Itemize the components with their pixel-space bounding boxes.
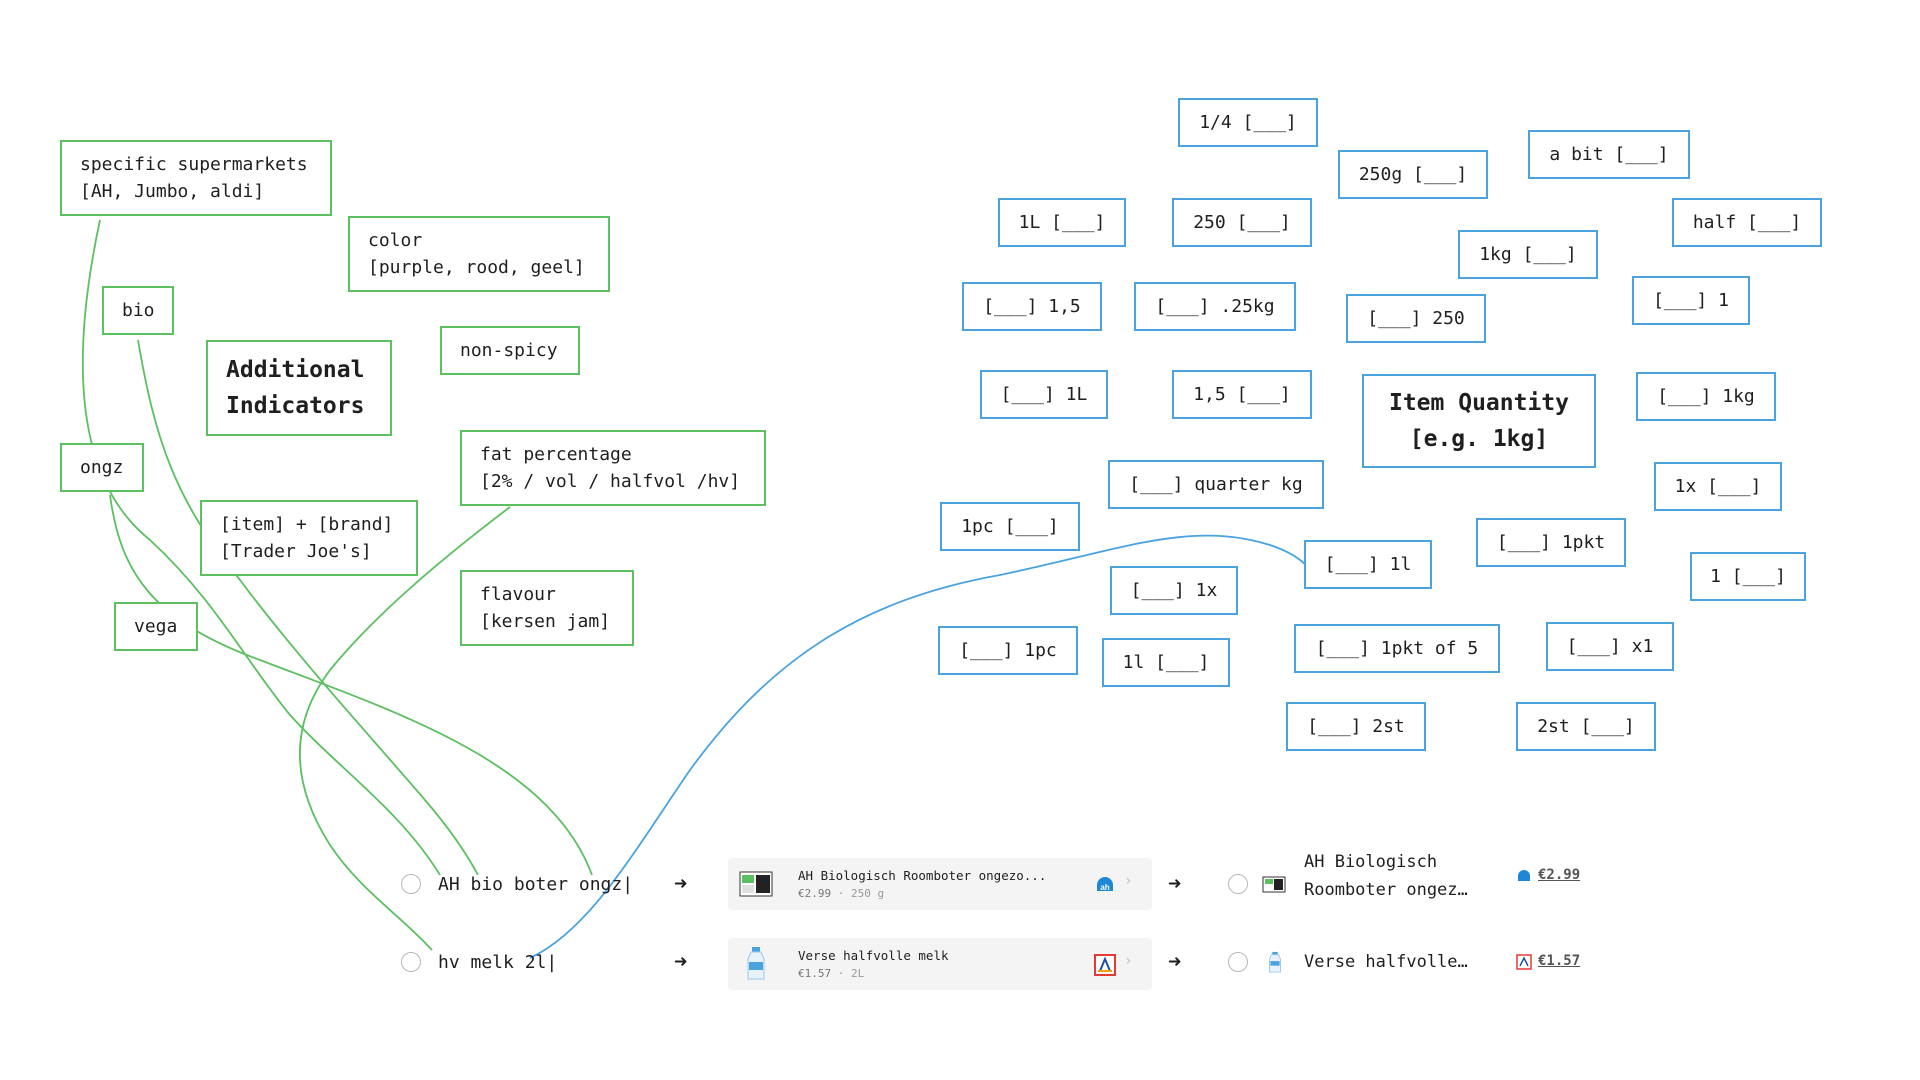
indicator-ongz: ongz bbox=[60, 443, 144, 492]
quantity-example: [___] .25kg bbox=[1134, 282, 1296, 331]
row1-card-size: 250 g bbox=[851, 887, 884, 900]
row2-result-name: Verse halfvolle… bbox=[1304, 948, 1468, 976]
quantity-example: 1 [___] bbox=[1690, 552, 1806, 601]
row1-card-title: AH Biologisch Roomboter ongezo... bbox=[798, 868, 1046, 884]
svg-text:ah: ah bbox=[1100, 883, 1109, 892]
milk-bottle-icon bbox=[738, 946, 774, 982]
quantity-example: [___] 1kg bbox=[1636, 372, 1776, 421]
quantity-example: [___] 1L bbox=[980, 370, 1108, 419]
quantity-example: [___] 1l bbox=[1304, 540, 1432, 589]
quantity-example: [___] quarter kg bbox=[1108, 460, 1324, 509]
row2-arrow-2: ➜ bbox=[1168, 952, 1181, 974]
row1-result-price[interactable]: €2.99 bbox=[1538, 866, 1580, 884]
quantity-example: 250 [___] bbox=[1172, 198, 1312, 247]
row2-card-price: €1.57 bbox=[798, 967, 831, 980]
indicator-fat-percentage: fat percentage [2% / vol / halfvol /hv] bbox=[460, 430, 766, 506]
quantity-example: 1kg [___] bbox=[1458, 230, 1598, 279]
indicator-color: color [purple, rood, geel] bbox=[348, 216, 610, 292]
milk-bottle-icon bbox=[1264, 950, 1286, 974]
row2-input-text[interactable]: hv melk 2l bbox=[438, 952, 557, 974]
indicator-bio: bio bbox=[102, 286, 174, 335]
row1-card-meta: €2.99 · 250 g bbox=[798, 887, 884, 901]
chevron-right-icon: › bbox=[1124, 953, 1132, 969]
quantity-example: [___] 1pkt bbox=[1476, 518, 1626, 567]
row2-result-price[interactable]: €1.57 bbox=[1538, 952, 1580, 970]
row2-suggestion-card[interactable]: Verse halfvolle melk €1.57 · 2L › bbox=[728, 938, 1152, 990]
row1-arrow-2: ➜ bbox=[1168, 874, 1181, 896]
quantity-example: a bit [___] bbox=[1528, 130, 1690, 179]
quantity-example: 1/4 [___] bbox=[1178, 98, 1318, 147]
quantity-example: [___] x1 bbox=[1546, 622, 1674, 671]
quantity-example: [___] 2st bbox=[1286, 702, 1426, 751]
quantity-example: 1L [___] bbox=[998, 198, 1126, 247]
row2-result-radio[interactable] bbox=[1228, 952, 1248, 972]
quantity-example: [___] 1pc bbox=[938, 626, 1078, 675]
row1-input-text[interactable]: AH bio boter ongz bbox=[438, 874, 633, 896]
row2-card-meta: €1.57 · 2L bbox=[798, 967, 864, 981]
row2-card-title: Verse halfvolle melk bbox=[798, 948, 949, 964]
indicator-item-brand: [item] + [brand] [Trader Joe's] bbox=[200, 500, 418, 576]
chevron-right-icon: › bbox=[1124, 873, 1132, 889]
indicator-flavour: flavour [kersen jam] bbox=[460, 570, 634, 646]
row1-result-radio[interactable] bbox=[1228, 874, 1248, 894]
quantity-example: [___] 1 bbox=[1632, 276, 1750, 325]
indicator-supermarkets: specific supermarkets [AH, Jumbo, aldi] bbox=[60, 140, 332, 216]
row1-result-name: AH Biologisch Roomboter ongez… bbox=[1304, 848, 1468, 904]
aldi-logo-icon bbox=[1094, 954, 1116, 976]
row1-card-price: €2.99 bbox=[798, 887, 831, 900]
indicator-non-spicy: non-spicy bbox=[440, 326, 580, 375]
quantity-example: [___] 250 bbox=[1346, 294, 1486, 343]
butter-package-icon bbox=[1262, 872, 1286, 896]
aldi-logo-icon bbox=[1516, 954, 1532, 970]
quantity-example: 1,5 [___] bbox=[1172, 370, 1312, 419]
indicator-vega: vega bbox=[114, 602, 198, 651]
row1-suggestion-card[interactable]: AH Biologisch Roomboter ongezo... €2.99 … bbox=[728, 858, 1152, 910]
quantity-example: half [___] bbox=[1672, 198, 1822, 247]
ah-logo-icon: ah bbox=[1094, 874, 1116, 896]
quantity-example: [___] 1,5 bbox=[962, 282, 1102, 331]
row1-arrow-1: ➜ bbox=[674, 874, 687, 896]
ah-logo-icon bbox=[1516, 868, 1532, 884]
quantity-example: 250g [___] bbox=[1338, 150, 1488, 199]
quantity-example: 1pc [___] bbox=[940, 502, 1080, 551]
quantity-example: [___] 1pkt of 5 bbox=[1294, 624, 1500, 673]
row2-card-size: 2L bbox=[851, 967, 864, 980]
quantity-example: [___] 1x bbox=[1110, 566, 1238, 615]
row2-radio[interactable] bbox=[401, 952, 421, 972]
quantity-example: 1l [___] bbox=[1102, 638, 1230, 687]
row1-radio[interactable] bbox=[401, 874, 421, 894]
butter-package-icon bbox=[738, 866, 774, 902]
item-quantity-title: Item Quantity [e.g. 1kg] bbox=[1362, 374, 1596, 468]
row2-arrow-1: ➜ bbox=[674, 952, 687, 974]
quantity-example: 2st [___] bbox=[1516, 702, 1656, 751]
additional-indicators-title: Additional Indicators bbox=[206, 340, 392, 436]
quantity-example: 1x [___] bbox=[1654, 462, 1782, 511]
